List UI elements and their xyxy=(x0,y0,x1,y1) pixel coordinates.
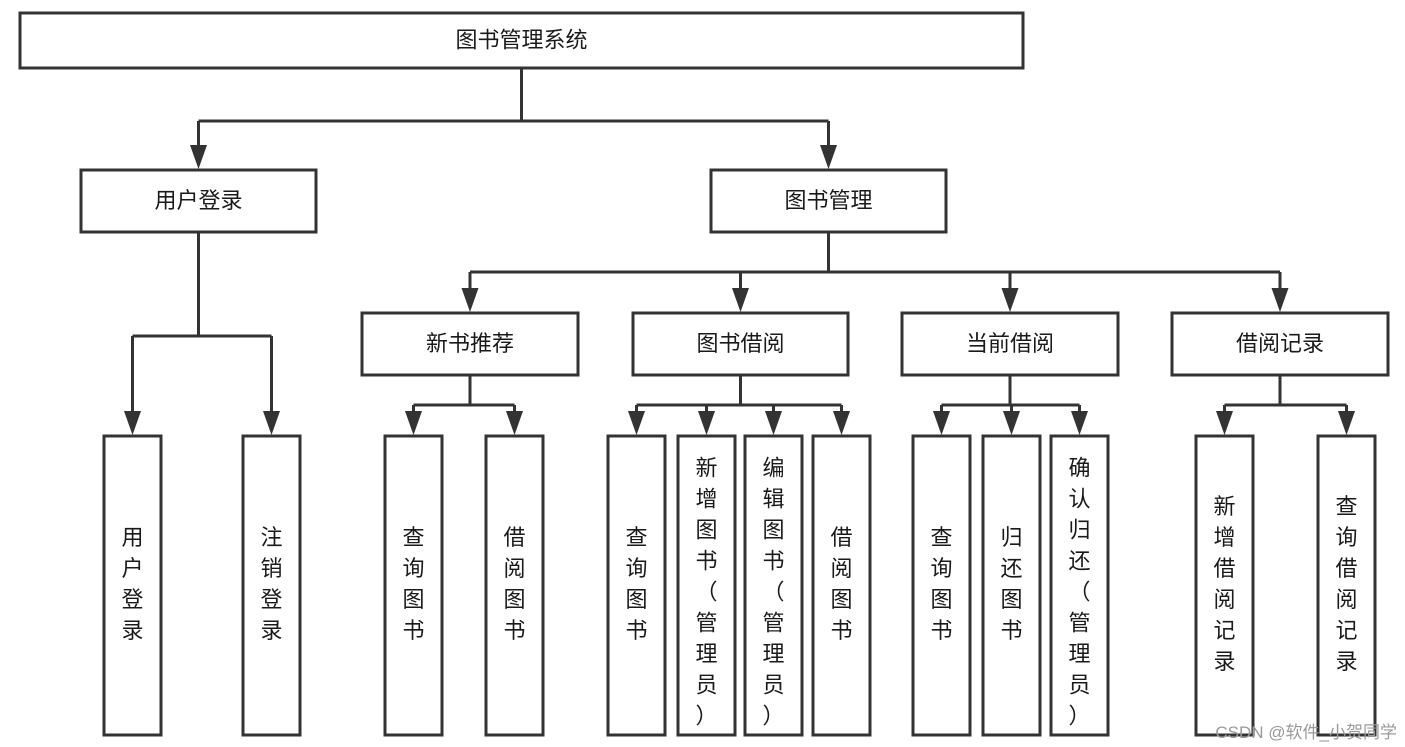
node-box[interactable] xyxy=(1316,434,1377,737)
node-borrow-record[interactable]: 借阅记录 xyxy=(1170,311,1390,377)
node-box[interactable] xyxy=(631,311,850,377)
arrow-head-icon xyxy=(1071,411,1088,435)
arrow-head-icon xyxy=(833,411,850,435)
node-book-borrow[interactable]: 图书借阅 xyxy=(631,311,850,377)
node-label: 注销登录 xyxy=(260,525,282,643)
arrow-head-icon xyxy=(506,411,523,435)
arrow-head-icon xyxy=(405,411,422,435)
connector-group-book-borrow xyxy=(628,375,850,435)
connector-group-current-borrow xyxy=(933,375,1088,435)
node-box[interactable] xyxy=(676,434,737,737)
arrow-head-icon xyxy=(732,288,749,312)
node-label: 编辑图书（管理员） xyxy=(762,455,784,728)
node-label: 查询借阅记录 xyxy=(1335,494,1357,674)
arrow-head-icon xyxy=(765,411,782,435)
node-label: 图书借阅 xyxy=(696,331,784,356)
node-label: 图书管理系统 xyxy=(455,27,587,52)
node-box[interactable] xyxy=(102,434,163,737)
node-fn-add-record[interactable]: 新增借阅记录 xyxy=(1194,434,1255,737)
node-root[interactable]: 图书管理系统 xyxy=(18,11,1025,70)
arrow-head-icon xyxy=(1216,411,1233,435)
node-label: 查询图书 xyxy=(625,525,647,643)
arrow-head-icon xyxy=(1338,411,1355,435)
node-fn-query-record[interactable]: 查询借阅记录 xyxy=(1316,434,1377,737)
node-box[interactable] xyxy=(383,434,444,737)
arrow-head-icon xyxy=(933,411,950,435)
node-label: 图书管理 xyxy=(784,188,872,213)
node-box[interactable] xyxy=(79,168,318,234)
connector-group-book-manage xyxy=(461,232,1289,312)
node-box[interactable] xyxy=(1170,311,1390,377)
arrow-head-icon xyxy=(190,145,207,169)
connector-group-root xyxy=(190,68,837,169)
node-box[interactable] xyxy=(1049,434,1110,737)
node-box[interactable] xyxy=(241,434,302,737)
node-box[interactable] xyxy=(709,168,948,234)
node-fn-edit-book[interactable]: 编辑图书（管理员） xyxy=(743,434,804,737)
node-new-book-rec[interactable]: 新书推荐 xyxy=(360,311,580,377)
arrow-head-icon xyxy=(1001,288,1019,312)
node-label: 查询图书 xyxy=(930,525,952,643)
node-box[interactable] xyxy=(18,11,1025,70)
arrow-head-icon xyxy=(263,411,280,435)
connector-group-borrow-record xyxy=(1216,375,1355,435)
node-label: 借阅图书 xyxy=(503,525,525,643)
arrow-head-icon xyxy=(461,288,479,312)
node-box[interactable] xyxy=(911,434,972,737)
node-box[interactable] xyxy=(900,311,1120,377)
node-label: 用户登录 xyxy=(121,525,143,643)
node-label: 确认归还（管理员） xyxy=(1068,455,1090,728)
arrow-head-icon xyxy=(1271,288,1289,312)
node-box[interactable] xyxy=(606,434,667,737)
node-label: 查询图书 xyxy=(402,525,424,643)
node-fn-query-book-1[interactable]: 查询图书 xyxy=(383,434,444,737)
node-fn-query-book-2[interactable]: 查询图书 xyxy=(606,434,667,737)
node-label: 借阅记录 xyxy=(1236,331,1324,356)
node-box[interactable] xyxy=(743,434,804,737)
node-fn-user-logout[interactable]: 注销登录 xyxy=(241,434,302,737)
node-label: 用户登录 xyxy=(154,188,242,213)
arrow-head-icon xyxy=(698,411,715,435)
node-box[interactable] xyxy=(360,311,580,377)
connector-layer xyxy=(124,68,1355,435)
node-label: 借阅图书 xyxy=(830,525,852,643)
node-label: 归还图书 xyxy=(1000,525,1022,643)
node-label: 新增图书（管理员） xyxy=(695,455,717,728)
node-current-borrow[interactable]: 当前借阅 xyxy=(900,311,1120,377)
node-label: 当前借阅 xyxy=(966,331,1054,356)
node-layer: 图书管理系统用户登录图书管理新书推荐图书借阅当前借阅借阅记录用户登录注销登录查询… xyxy=(18,11,1390,737)
node-fn-add-book[interactable]: 新增图书（管理员） xyxy=(676,434,737,737)
arrow-head-icon xyxy=(820,145,837,169)
arrow-head-icon xyxy=(628,411,645,435)
node-box[interactable] xyxy=(1194,434,1255,737)
node-fn-query-book-3[interactable]: 查询图书 xyxy=(911,434,972,737)
node-fn-user-login[interactable]: 用户登录 xyxy=(102,434,163,737)
node-box[interactable] xyxy=(484,434,545,737)
node-fn-borrow-book-2[interactable]: 借阅图书 xyxy=(811,434,872,737)
arrow-head-icon xyxy=(1003,411,1020,435)
node-box[interactable] xyxy=(811,434,872,737)
connector-group-user-login xyxy=(124,232,280,435)
node-box[interactable] xyxy=(981,434,1042,737)
node-label: 新增借阅记录 xyxy=(1213,494,1235,674)
arrow-head-icon xyxy=(124,411,141,435)
node-label: 新书推荐 xyxy=(426,331,514,356)
node-fn-borrow-book-1[interactable]: 借阅图书 xyxy=(484,434,545,737)
node-book-manage[interactable]: 图书管理 xyxy=(709,168,948,234)
node-fn-return-book[interactable]: 归还图书 xyxy=(981,434,1042,737)
node-user-login[interactable]: 用户登录 xyxy=(79,168,318,234)
node-fn-confirm-return[interactable]: 确认归还（管理员） xyxy=(1049,434,1110,737)
connector-group-new-book-rec xyxy=(405,375,523,435)
